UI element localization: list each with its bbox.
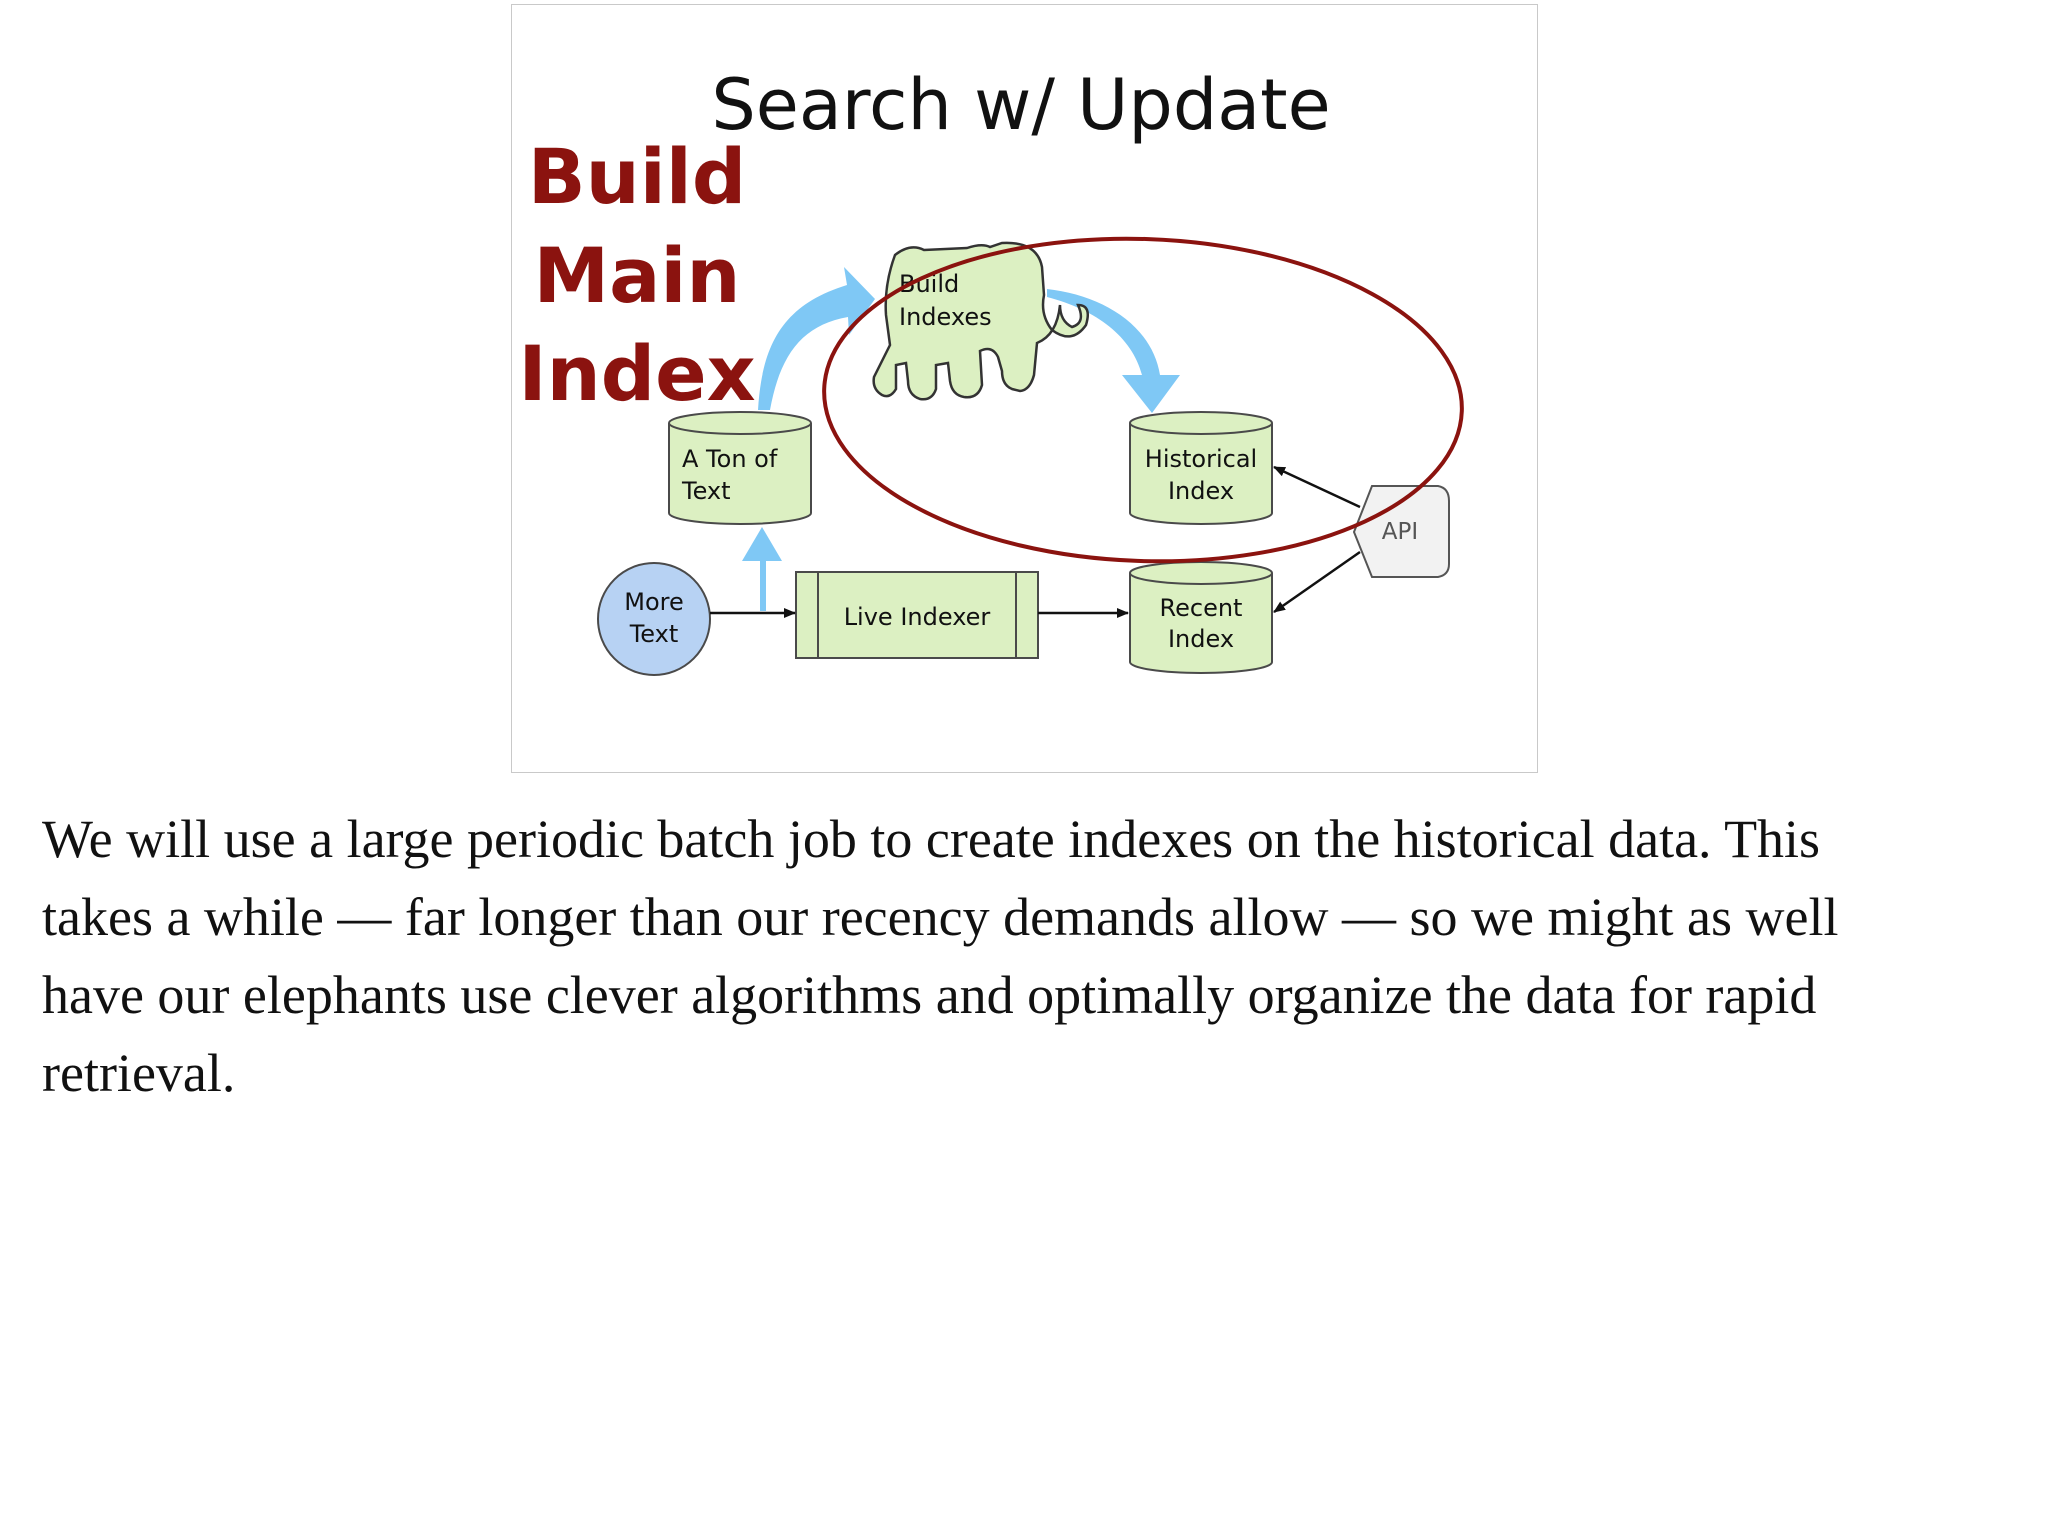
live-indexer-label: Live Indexer	[844, 603, 991, 631]
api-to-historical-index-arrow	[1273, 465, 1361, 509]
build-indexes-label-line2: Indexes	[899, 303, 992, 331]
notes-line-4: retrieval.	[42, 1043, 236, 1103]
ton-of-text-label-line2: Text	[681, 477, 731, 505]
slide-title: Search w/ Update	[711, 64, 1330, 146]
notes-line-1: We will use a large periodic batch job t…	[42, 809, 1821, 869]
notes-line-2: takes a while — far longer than our rece…	[42, 887, 1839, 947]
ton-of-text-label-line1: A Ton of	[682, 445, 778, 473]
append-arrow	[742, 527, 782, 611]
more-text-node: More Text	[597, 562, 711, 676]
recent-index-node: Recent Index	[1129, 561, 1273, 674]
historical-index-label-line1: Historical	[1145, 445, 1257, 473]
more-text-label-line2: Text	[629, 620, 679, 648]
highlight-ellipse	[822, 236, 1464, 564]
api-to-recent-index-arrow	[1273, 550, 1361, 614]
overlay-word-index: Index	[518, 329, 755, 418]
api-label: API	[1382, 519, 1418, 545]
historical-index-node: Historical Index	[1129, 411, 1273, 525]
build-indexes-node: Build Indexes	[872, 241, 1089, 401]
recent-index-label-line2: Index	[1168, 625, 1234, 653]
more-text-label-line1: More	[624, 588, 684, 616]
ton-of-text-node: A Ton of Text	[668, 411, 812, 525]
elephant-icon	[872, 241, 1089, 401]
diagram-canvas: Search w/ Update Build Indexes A Ton of …	[518, 64, 1464, 676]
slide-frame: Search w/ Update Build Indexes A Ton of …	[511, 4, 1538, 773]
live-indexer-node: Live Indexer	[795, 571, 1039, 659]
speaker-notes: We will use a large periodic batch job t…	[42, 800, 2002, 1112]
batch-output-arrow	[1047, 289, 1180, 413]
recent-index-label-line1: Recent	[1160, 594, 1243, 622]
overlay-word-build: Build	[528, 132, 747, 221]
notes-line-3: have our elephants use clever algorithms…	[42, 965, 1817, 1025]
historical-index-label-line2: Index	[1168, 477, 1234, 505]
overlay-word-main: Main	[533, 231, 740, 320]
api-node: API	[1352, 485, 1450, 578]
batch-input-arrow	[758, 267, 875, 410]
